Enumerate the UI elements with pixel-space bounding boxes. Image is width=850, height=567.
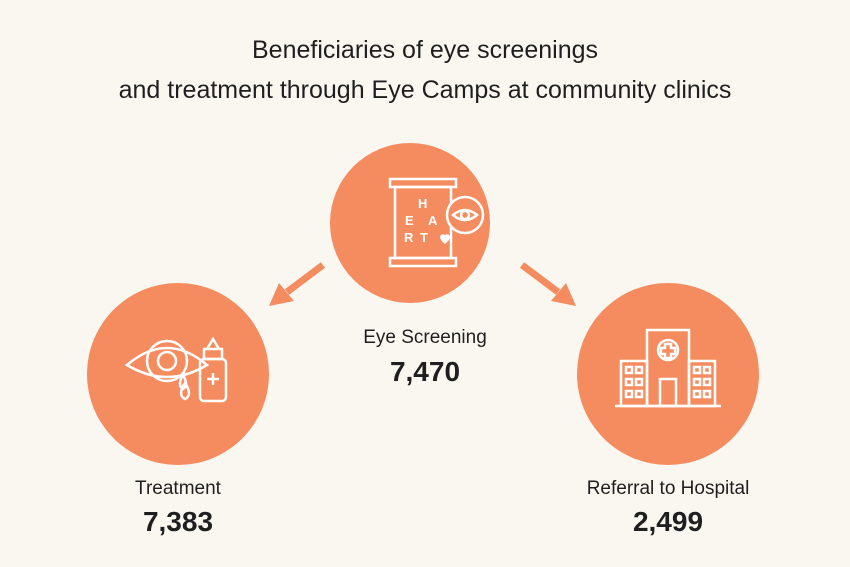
arrow-to-treatment	[269, 262, 326, 306]
treatment-circle	[87, 283, 269, 465]
chart-letter-t: T	[420, 230, 428, 245]
page-title: Beneficiaries of eye screenings and trea…	[0, 30, 850, 110]
title-line-1: Beneficiaries of eye screenings	[251, 36, 599, 64]
chart-letter-h: H	[418, 196, 427, 211]
screening-circle: H E A R T	[330, 143, 490, 303]
screening-value: 7,470	[389, 356, 461, 387]
chart-letter-e: E	[405, 213, 414, 228]
chart-letter-r: R	[404, 230, 414, 245]
title-line-2: and treatment through Eye Camps at commu…	[118, 76, 732, 104]
treatment-label: Treatment	[135, 478, 221, 499]
eye-chart-icon: H E A R T	[388, 177, 485, 268]
screening-label: Eye Screening	[363, 327, 487, 348]
treatment-value: 7,383	[142, 506, 214, 537]
eye-drops-icon	[124, 336, 228, 403]
hospital-icon	[615, 328, 721, 408]
referral-value: 2,499	[632, 506, 704, 537]
referral-circle	[577, 283, 759, 465]
chart-letter-a: A	[428, 213, 438, 228]
referral-label: Referral to Hospital	[586, 478, 750, 499]
arrow-to-referral	[519, 262, 576, 306]
